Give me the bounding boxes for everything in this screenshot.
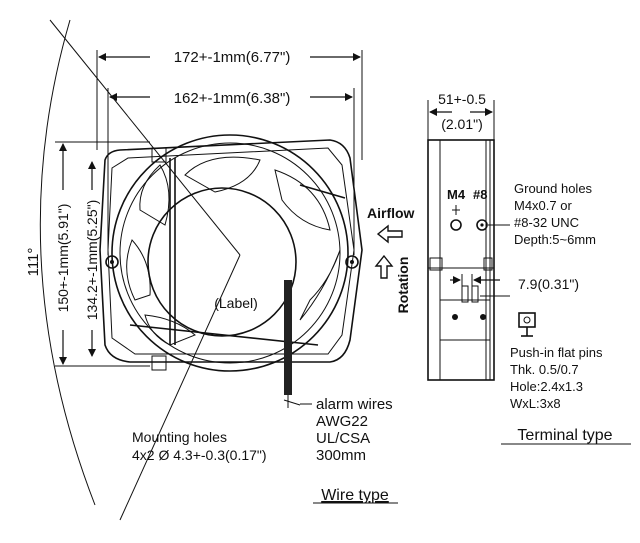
dim-height-outer bbox=[55, 141, 150, 367]
terminal-type-caption: Terminal type bbox=[517, 427, 612, 444]
alarm-wires-line4: 300mm bbox=[316, 447, 366, 464]
push-pins-line4: WxL:3x8 bbox=[510, 396, 561, 411]
dim-depth-label1: 51+-0.5 bbox=[438, 91, 486, 107]
arrow-up-icon bbox=[374, 254, 394, 279]
fan-venturi-circle bbox=[111, 134, 349, 372]
dim-height-outer-label: 150+-1mm(5.91") bbox=[55, 204, 71, 313]
alarm-wires-line3: UL/CSA bbox=[316, 430, 370, 447]
ground-holes-line4: Depth:5~6mm bbox=[514, 232, 596, 247]
pin-spacing-label: 7.9(0.31") bbox=[518, 276, 579, 292]
terminal-pin-icon bbox=[518, 312, 536, 337]
dim-depth bbox=[427, 100, 495, 140]
dim-pin-spacing bbox=[450, 274, 510, 300]
rotation-label: Rotation bbox=[395, 257, 411, 314]
angle-line-b bbox=[119, 254, 241, 521]
ground-holes-line1: Ground holes bbox=[514, 181, 593, 196]
no8-label: #8 bbox=[473, 187, 487, 202]
ground-holes-line3: #8-32 UNC bbox=[514, 215, 579, 230]
ground-holes-line2: M4x0.7 or bbox=[514, 198, 572, 213]
push-pins-line1: Push-in flat pins bbox=[510, 345, 603, 360]
angle-label: 111° bbox=[25, 248, 42, 277]
dim-width-outer bbox=[96, 50, 363, 160]
arrow-left-icon bbox=[376, 224, 403, 244]
ground-hole-marks bbox=[450, 205, 510, 231]
dim-width-hole-label: 162+-1mm(6.38") bbox=[174, 90, 291, 107]
mounting-holes-title: Mounting holes bbox=[132, 429, 227, 445]
fan-label-text: (Label) bbox=[214, 295, 258, 311]
fan-front-view bbox=[39, 19, 363, 521]
fan-housing-outline bbox=[99, 139, 363, 363]
angle-line-a bbox=[49, 19, 241, 256]
alarm-wires-line2: AWG22 bbox=[316, 413, 368, 430]
mounting-holes-spec: 4x2 Ø 4.3+-0.3(0.17") bbox=[132, 447, 267, 463]
fan-blades bbox=[126, 156, 341, 346]
alarm-wires-line1: alarm wires bbox=[316, 396, 393, 413]
fan-side-view bbox=[427, 139, 495, 381]
wire-type-caption: Wire type bbox=[321, 487, 389, 504]
dim-width-outer-label: 172+-1mm(6.77") bbox=[174, 49, 291, 66]
dim-width-hole bbox=[107, 88, 355, 255]
angle-arc bbox=[39, 19, 96, 506]
dim-height-hole-label: 134.2+-1mm(5.25") bbox=[84, 200, 100, 321]
push-pins-line2: Thk. 0.5/0.7 bbox=[510, 362, 579, 377]
push-pins-line3: Hole:2.4x1.3 bbox=[510, 379, 583, 394]
dim-depth-label2: (2.01") bbox=[441, 116, 483, 132]
alarm-wire-bundle bbox=[283, 280, 301, 408]
fan-hub bbox=[147, 187, 297, 337]
m4-label: M4 bbox=[447, 187, 466, 202]
mounting-holes bbox=[105, 147, 359, 371]
airflow-label: Airflow bbox=[367, 205, 415, 221]
